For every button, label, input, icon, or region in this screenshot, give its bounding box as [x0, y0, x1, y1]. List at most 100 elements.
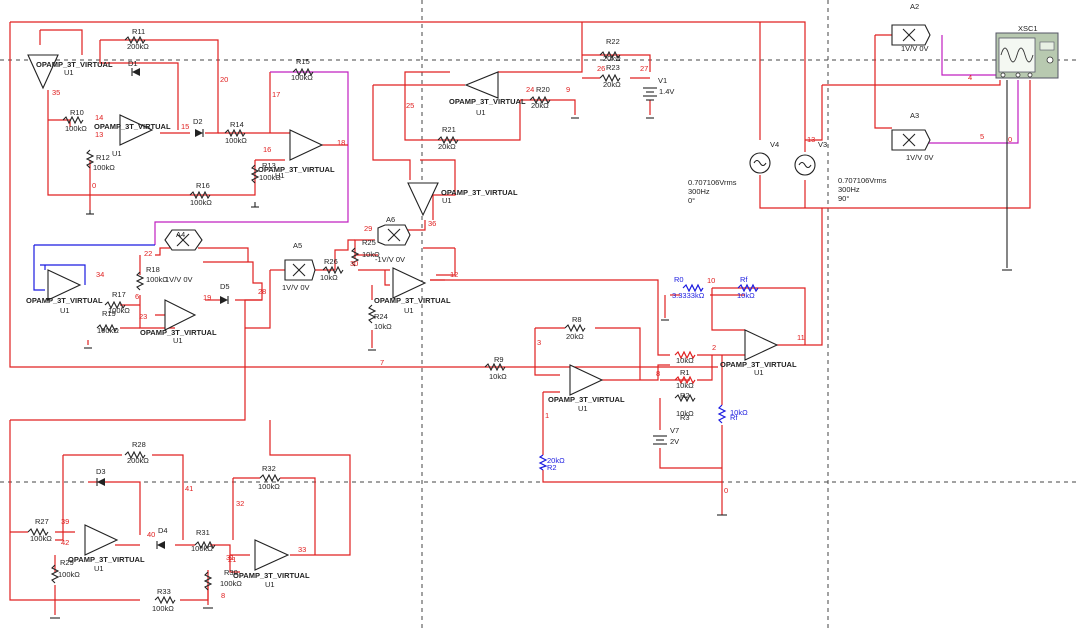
- net-label-16: 16: [263, 145, 271, 154]
- opamp-type-label: OPAMP_3T_VIRTUAL: [68, 555, 145, 564]
- resistor-ref-r3: R3: [680, 413, 690, 422]
- diode-d5: [220, 296, 229, 304]
- opamp-u1-c: [289, 129, 324, 161]
- net-label-36: 36: [428, 219, 436, 228]
- resistor-ref-r2: R2: [680, 391, 690, 400]
- opamp-u1-i: [569, 364, 604, 396]
- resistor-ref-r14: R14: [230, 120, 244, 129]
- multiplier-ref-a5: A5: [293, 241, 302, 250]
- net-label-29: 29: [364, 224, 372, 233]
- multipliers[interactable]: [164, 24, 931, 281]
- battery-value-v7: 2V: [670, 437, 679, 446]
- opamp-u1-d: [464, 71, 499, 99]
- net-label-34: 34: [96, 270, 104, 279]
- resistor-value-r8: 20kΩ: [566, 332, 584, 341]
- diode-d4: [156, 541, 165, 549]
- net-label-41: 41: [185, 484, 193, 493]
- net-label-11: 11: [797, 333, 805, 342]
- resistor-ref-r9: R9: [494, 355, 504, 364]
- resistor-ref-r0: R0: [674, 275, 684, 284]
- net-label-5: 5: [980, 132, 984, 141]
- opamp-ref-label: U1: [578, 404, 588, 413]
- opamp-ref-label: U1: [442, 196, 452, 205]
- multiplier-spec-a2: 1V/V 0V: [901, 44, 929, 53]
- resistor-ref-r24: R24: [374, 312, 388, 321]
- opamp-ref-label: U1: [275, 171, 285, 180]
- opamp-ref-label: U1: [754, 368, 764, 377]
- resistor-ref-r1: R1: [680, 368, 690, 377]
- opamp-ref-label: U1: [476, 108, 486, 117]
- net-label-12: 12: [450, 270, 458, 279]
- net-label-7: 7: [380, 358, 384, 367]
- battery-value-v1: 1.4V: [659, 87, 674, 96]
- net-label-33: 33: [298, 545, 306, 554]
- net-label-1: 1: [545, 411, 549, 420]
- resistor-ref-r2: R2: [547, 463, 557, 472]
- resistor-value-r24: 10kΩ: [374, 322, 392, 331]
- resistor-value-r29: 100kΩ: [58, 570, 80, 579]
- ac-source-v3: [794, 154, 816, 176]
- opamp-u1-h: [392, 267, 427, 299]
- opamp-ref-label: U1: [173, 336, 183, 345]
- multiplier-a5: [284, 259, 316, 281]
- net-label-23: 23: [139, 312, 147, 321]
- ac-source-freq-v3: 300Hz: [838, 185, 860, 194]
- diode-ref-d2: D2: [193, 117, 203, 126]
- opamp-ref-label: U1: [64, 68, 74, 77]
- resistor-value-r21: 20kΩ: [438, 142, 456, 151]
- opamp-u1-e: [407, 182, 439, 217]
- net-label-26: 26: [597, 64, 605, 73]
- wires: [9, 21, 1031, 615]
- resistor-ref-r18: R18: [146, 265, 160, 274]
- opamp-type-label: OPAMP_3T_VIRTUAL: [449, 97, 526, 106]
- net-label-4: 4: [968, 73, 972, 82]
- multiplier-ref-a2: A2: [910, 2, 919, 11]
- diode-d1: [131, 68, 140, 76]
- diodes[interactable]: [96, 68, 229, 549]
- resistor-ref-r23: R23: [606, 63, 620, 72]
- resistor-symbols[interactable]: [27, 35, 759, 605]
- sources[interactable]: [643, 87, 816, 445]
- net-label-10: 10: [707, 276, 715, 285]
- battery-v1: [643, 87, 657, 101]
- net-label-15: 15: [181, 122, 189, 131]
- opamp-type-label: OPAMP_3T_VIRTUAL: [26, 296, 103, 305]
- resistor-value-r20: 20kΩ: [531, 101, 549, 110]
- resistor-ref-r20: R20: [536, 85, 550, 94]
- resistor-value-r16: 100kΩ: [190, 198, 212, 207]
- opamp-type-label: OPAMP_3T_VIRTUAL: [374, 296, 451, 305]
- ac-source-ref-v4: V4: [770, 140, 779, 149]
- resistor-value-r27: 100kΩ: [30, 534, 52, 543]
- resistor-ref-r19: R19: [102, 309, 116, 318]
- net-label-21: 21: [228, 555, 236, 564]
- net-label-3: 3: [537, 338, 541, 347]
- multiplier-a6: [377, 224, 411, 246]
- net-label-9: 9: [566, 85, 570, 94]
- oscilloscope-xsc1[interactable]: [995, 32, 1059, 79]
- resistor-ref-r12: R12: [96, 153, 110, 162]
- opamp-ref-label: U1: [112, 149, 122, 158]
- net-label-28: 28: [258, 287, 266, 296]
- multiplier-ref-a6: A6: [386, 215, 395, 224]
- net-label-22: 22: [144, 249, 152, 258]
- net-label-0: 0: [1008, 135, 1012, 144]
- resistor-ref-r11: R11: [132, 27, 145, 36]
- resistor-value-r18: 100kΩ: [146, 275, 168, 284]
- resistor-value-r9: 10kΩ: [489, 372, 507, 381]
- resistor-value-r14: 100kΩ: [225, 136, 247, 145]
- net-label-18: 18: [337, 138, 345, 147]
- resistor-ref-r25: R25: [362, 238, 376, 247]
- net-label-8: 8: [221, 591, 225, 600]
- ac-source-phase-v4: 0°: [688, 196, 695, 205]
- net-label-35: 35: [52, 88, 60, 97]
- resistor-ref-r26: R26: [324, 257, 338, 266]
- ac-source-phase-v3: 90°: [838, 194, 849, 203]
- resistor-value-r33: 100kΩ: [152, 604, 174, 613]
- opamps[interactable]: [27, 54, 779, 571]
- diode-ref-d1: D1: [128, 59, 138, 68]
- opamp-u1-l: [254, 539, 290, 571]
- ac-source-freq-v4: 300Hz: [688, 187, 710, 196]
- resistor-value-rf: 10kΩ: [737, 291, 755, 300]
- net-label-40: 40: [147, 530, 155, 539]
